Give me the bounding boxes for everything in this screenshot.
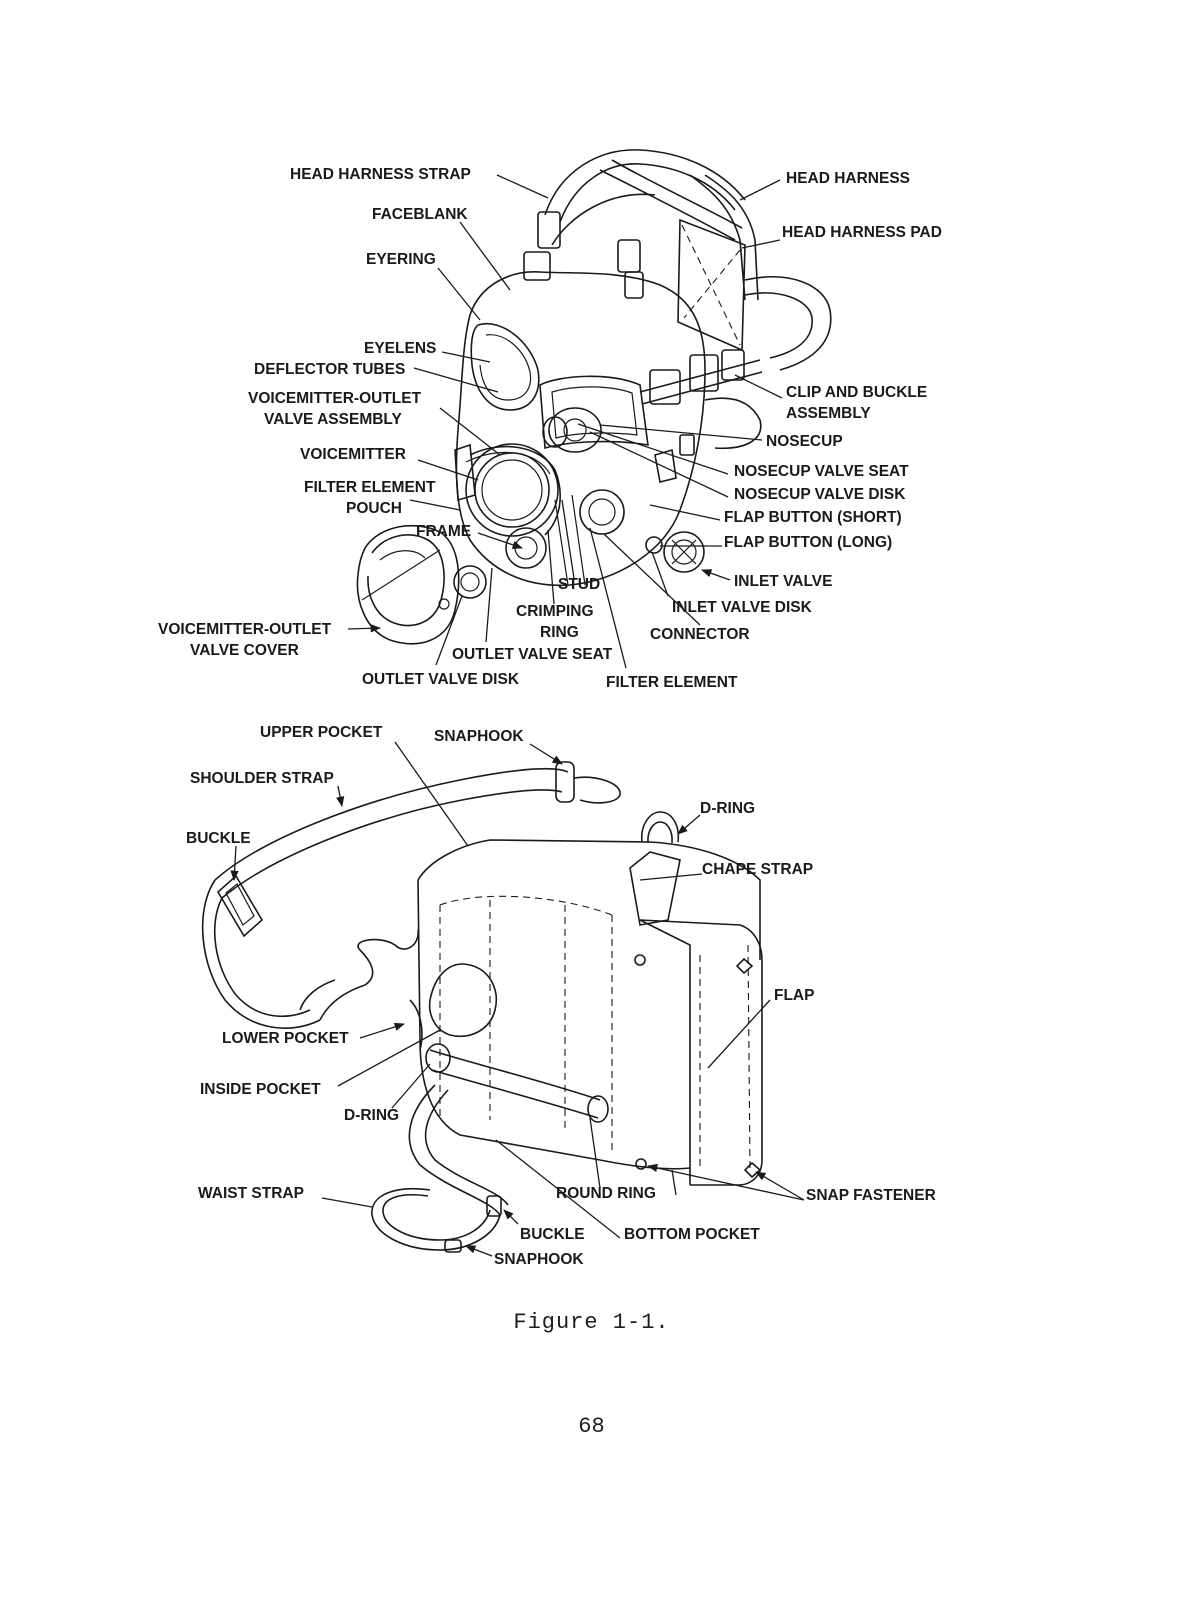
label-head-harness: HEAD HARNESS [786, 170, 910, 187]
label-shoulder-strap: SHOULDER STRAP [190, 770, 334, 787]
mask-leader-lines [347, 174, 783, 669]
label-snaphook-top: SNAPHOOK [434, 728, 524, 745]
label-d-ring-left: D-RING [344, 1107, 399, 1124]
mask-labels: HEAD HARNESS STRAP FACEBLANK EYERING EYE… [158, 166, 942, 691]
label-voicemitter: VOICEMITTER [300, 446, 406, 463]
label-snaphook-bottom: SNAPHOOK [494, 1251, 584, 1268]
label-eyelens: EYELENS [364, 340, 436, 357]
label-deflector-tubes: DEFLECTOR TUBES [254, 361, 405, 378]
label-nosecup: NOSECUP [766, 433, 843, 450]
label-eyering: EYERING [366, 251, 436, 268]
label-inside-pocket: INSIDE POCKET [200, 1081, 321, 1098]
label-clip-line1: CLIP AND BUCKLE [786, 384, 927, 401]
label-flap-button-short: FLAP BUTTON (SHORT) [724, 509, 902, 526]
label-round-ring: ROUND RING [556, 1185, 656, 1202]
label-chape-strap: CHAPE STRAP [702, 861, 813, 878]
label-nosecup-valve-disk: NOSECUP VALVE DISK [734, 486, 906, 503]
label-voicemitter-outlet-line1: VOICEMITTER-OUTLET [248, 390, 422, 407]
figure-caption: Figure 1-1. [513, 1310, 670, 1335]
label-flap-button-long: FLAP BUTTON (LONG) [724, 534, 892, 551]
label-stud: STUD [558, 576, 600, 593]
mask-carrier-illustration [201, 761, 763, 1253]
protective-mask-illustration [356, 149, 832, 645]
label-d-ring-top: D-RING [700, 800, 755, 817]
label-buckle-left: BUCKLE [186, 830, 251, 847]
label-clip-line2: ASSEMBLY [786, 405, 871, 422]
label-outlet-valve-disk: OUTLET VALVE DISK [362, 671, 520, 688]
page-number: 68 [578, 1414, 605, 1439]
carrier-labels: UPPER POCKET SNAPHOOK SHOULDER STRAP BUC… [186, 724, 936, 1268]
label-flap: FLAP [774, 987, 814, 1004]
label-cover-line2: VALVE COVER [190, 642, 299, 659]
label-waist-strap: WAIST STRAP [198, 1185, 304, 1202]
label-inlet-valve-disk: INLET VALVE DISK [672, 599, 813, 616]
label-head-harness-pad: HEAD HARNESS PAD [782, 224, 942, 241]
label-buckle-bottom: BUCKLE [520, 1226, 585, 1243]
carrier-leader-lines [230, 741, 805, 1257]
label-crimping-line2: RING [540, 624, 579, 641]
label-snap-fastener: SNAP FASTENER [806, 1187, 936, 1204]
label-inlet-valve: INLET VALVE [734, 573, 832, 590]
label-frame: FRAME [416, 523, 471, 540]
label-connector: CONNECTOR [650, 626, 750, 643]
label-outlet-valve-seat: OUTLET VALVE SEAT [452, 646, 613, 663]
label-upper-pocket: UPPER POCKET [260, 724, 383, 741]
label-bottom-pocket: BOTTOM POCKET [624, 1226, 760, 1243]
label-lower-pocket: LOWER POCKET [222, 1030, 349, 1047]
label-head-harness-strap: HEAD HARNESS STRAP [290, 166, 471, 183]
label-crimping-line1: CRIMPING [516, 603, 594, 620]
label-cover-line1: VOICEMITTER-OUTLET [158, 621, 332, 638]
label-nosecup-valve-seat: NOSECUP VALVE SEAT [734, 463, 909, 480]
label-filter-pouch-line1: FILTER ELEMENT [304, 479, 436, 496]
label-voicemitter-outlet-line2: VALVE ASSEMBLY [264, 411, 402, 428]
label-faceblank: FACEBLANK [372, 206, 468, 223]
label-filter-element: FILTER ELEMENT [606, 674, 738, 691]
label-filter-pouch-line2: POUCH [346, 500, 402, 517]
